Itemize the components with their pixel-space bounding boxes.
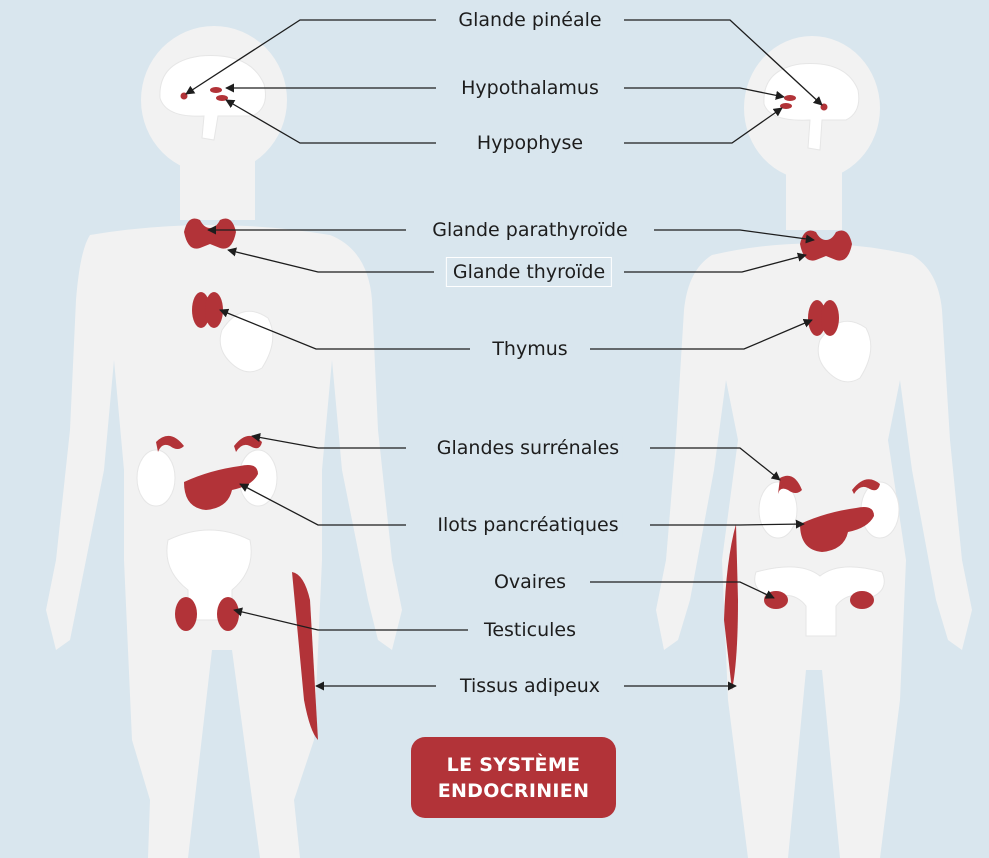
label-pancreatic-islets: Ilots pancréatiques — [433, 513, 622, 537]
label-testicles: Testicules — [480, 618, 580, 642]
ovary-right — [850, 591, 874, 609]
ovary-left — [764, 591, 788, 609]
label-hypophyse: Hypophyse — [473, 131, 587, 155]
male-hypothalamus — [210, 87, 222, 93]
label-adipose-tissue: Tissus adipeux — [456, 674, 604, 698]
title-line-1: LE SYSTÈME — [411, 752, 616, 778]
label-hypothalamus: Hypothalamus — [457, 76, 603, 100]
female-thymus-right — [821, 300, 839, 336]
label-parathyroid: Glande parathyroïde — [428, 218, 631, 242]
testicle-right — [217, 597, 239, 631]
female-neck — [786, 150, 842, 230]
female-body — [656, 244, 972, 858]
label-ovaries: Ovaires — [490, 570, 570, 594]
label-adrenal-glands: Glandes surrénales — [433, 436, 623, 460]
male-neck — [180, 150, 255, 220]
line-parathyroid-female — [654, 230, 814, 240]
female-hypothalamus — [784, 95, 796, 101]
title-badge: LE SYSTÈME ENDOCRINIEN — [411, 737, 616, 818]
male-silhouette — [46, 26, 402, 858]
title-line-2: ENDOCRINIEN — [411, 778, 616, 804]
label-thymus: Thymus — [488, 337, 571, 361]
label-thyroid: Glande thyroïde — [446, 257, 612, 287]
female-silhouette — [656, 36, 972, 858]
male-kidney-left — [137, 450, 175, 506]
label-pineal-gland: Glande pinéale — [454, 8, 605, 32]
testicle-left — [175, 597, 197, 631]
